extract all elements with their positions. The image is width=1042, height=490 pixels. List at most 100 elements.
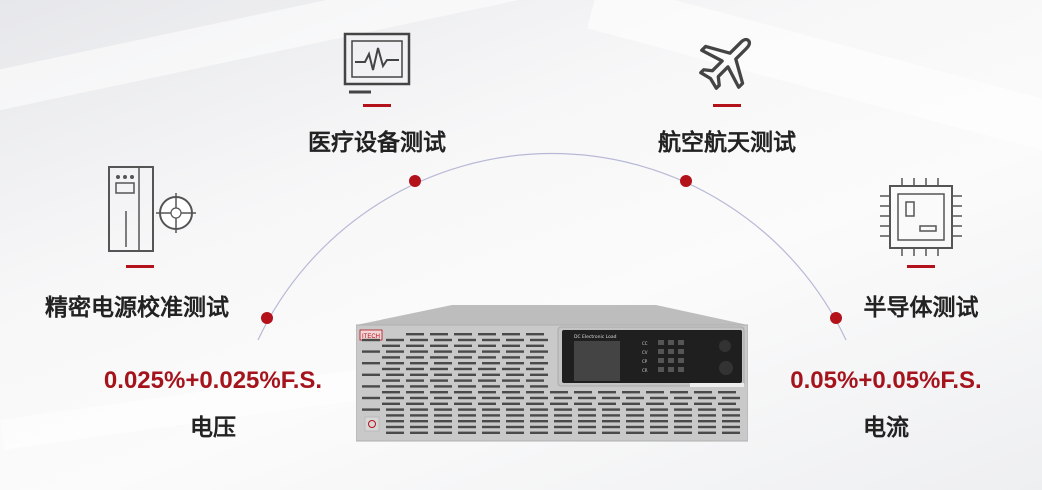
vent-slot <box>578 414 596 417</box>
vent-slot <box>430 356 448 359</box>
vent-slot <box>458 431 476 434</box>
vent-slot <box>434 425 452 429</box>
arc-dot <box>680 175 692 187</box>
vent-slot <box>482 350 500 353</box>
vent-slot <box>362 385 380 388</box>
vent-slot <box>554 414 572 417</box>
vent-slot <box>526 379 544 382</box>
vent-slot <box>554 425 572 429</box>
vent-slot <box>530 420 548 423</box>
vent-slot <box>482 362 500 365</box>
vent-slot <box>526 402 544 405</box>
vent-slot <box>626 420 644 423</box>
vent-slot <box>698 431 716 434</box>
vent-slot <box>526 367 544 371</box>
vent-slot <box>458 338 476 342</box>
vent-slot <box>362 350 380 353</box>
vent-slot <box>386 425 404 429</box>
vent-slot <box>386 385 404 388</box>
vent-slot <box>530 408 548 411</box>
power-button[interactable] <box>364 416 380 432</box>
application-label-medical: 医疗设备测试 <box>308 130 446 156</box>
vent-slot <box>406 391 424 394</box>
vent-slot <box>454 379 472 382</box>
vent-slot <box>430 367 448 371</box>
vent-slot <box>602 396 620 400</box>
vent-slot <box>410 373 428 376</box>
vent-slot <box>502 391 520 394</box>
vent-slot <box>718 402 736 405</box>
svg-text:CV: CV <box>642 350 648 355</box>
vent-slot <box>526 356 544 359</box>
accent-line <box>907 265 935 268</box>
vent-slot <box>478 344 496 347</box>
vent-slot <box>722 420 740 423</box>
vent-slot <box>574 402 592 405</box>
vent-slot <box>722 396 740 400</box>
vent-slot <box>386 414 404 417</box>
application-label-calibration: 精密电源校准测试 <box>45 295 229 321</box>
vent-slot <box>578 420 596 423</box>
vent-slot <box>406 344 424 347</box>
vent-slot <box>646 402 664 405</box>
vent-slot <box>530 373 548 376</box>
vent-slot <box>482 373 500 376</box>
vent-slot <box>410 338 428 342</box>
svg-text:ITECH: ITECH <box>362 334 380 340</box>
vent-slot <box>406 367 424 371</box>
current-label: 电流 <box>863 415 909 441</box>
vent-slot <box>478 379 496 382</box>
vent-slot <box>482 414 500 417</box>
monitor-waveform-icon <box>343 32 411 94</box>
device-title: DC Electronic Load <box>574 334 617 340</box>
vent-slot <box>694 402 712 405</box>
vent-slot <box>598 402 616 405</box>
vent-slot <box>602 408 620 411</box>
vent-slot <box>622 391 640 394</box>
vent-slot <box>674 431 692 434</box>
vent-slot <box>578 431 596 434</box>
vent-slot <box>506 431 524 434</box>
vent-slot <box>698 408 716 411</box>
vent-slot <box>698 425 716 429</box>
vent-slot <box>530 396 548 400</box>
power-supply-target-icon <box>108 166 196 252</box>
vent-slot <box>502 367 520 371</box>
vent-slot <box>626 408 644 411</box>
vent-slot <box>434 431 452 434</box>
arc-dot <box>409 175 421 187</box>
vent-slot <box>526 333 544 336</box>
vent-slot <box>430 402 448 405</box>
voltage-accuracy-value: 0.025%+0.025%F.S. <box>103 367 323 394</box>
vent-slot <box>362 396 380 400</box>
vent-slot <box>722 414 740 417</box>
vent-slot <box>506 362 524 365</box>
vent-slot <box>602 414 620 417</box>
vent-slot <box>434 338 452 342</box>
vent-slot <box>550 402 568 405</box>
vent-slot <box>430 391 448 394</box>
vent-slot <box>410 362 428 365</box>
rotary-knob[interactable] <box>719 340 731 352</box>
vent-slot <box>554 396 572 400</box>
vent-slot <box>602 420 620 423</box>
vent-slot <box>506 385 524 388</box>
vent-slot <box>454 402 472 405</box>
vent-slot <box>382 367 400 371</box>
vent-slot <box>386 396 404 400</box>
vent-slot <box>482 338 500 342</box>
svg-text:CC: CC <box>642 341 648 346</box>
vent-slot <box>458 362 476 365</box>
vent-slot <box>434 396 452 400</box>
vent-slot <box>530 425 548 429</box>
vent-slot <box>478 391 496 394</box>
vent-slot <box>482 420 500 423</box>
vent-slot <box>698 396 716 400</box>
vent-slot <box>674 408 692 411</box>
vent-slot <box>434 420 452 423</box>
voltage-label: 电压 <box>190 415 236 441</box>
vent-slot <box>458 350 476 353</box>
current-accuracy-value: 0.05%+0.05%F.S. <box>790 367 982 394</box>
